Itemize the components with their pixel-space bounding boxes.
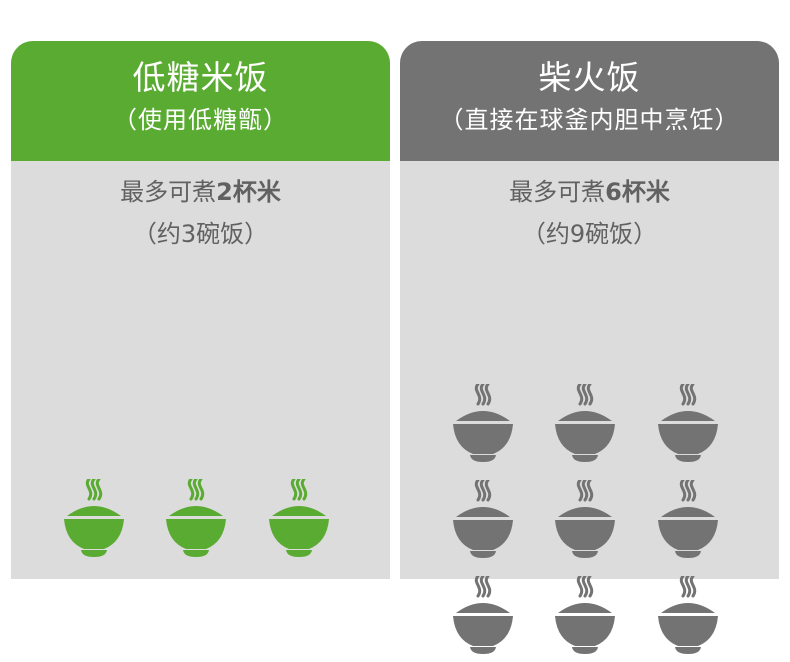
rice-bowl-icon (655, 574, 721, 658)
firewood-bowls-text: （约9碗饭） (521, 220, 658, 248)
firewood-rice-body: 最多可煮6杯米 （约9碗饭） (400, 161, 779, 654)
firewood-rice-title: 柴火饭 (538, 58, 641, 97)
rice-bowl-icon (266, 477, 332, 561)
low-sugar-rice-body: 最多可煮2杯米 （约3碗饭） (11, 161, 390, 579)
rice-bowl-icon (552, 478, 618, 562)
firewood-rice-panel: 柴火饭 （直接在球釜内胆中烹饪） 最多可煮6杯米 （约9碗饭） (400, 41, 779, 654)
low-sugar-rice-panel: 低糖米饭 （使用低糖甑） 最多可煮2杯米 （约3碗饭） (11, 41, 390, 579)
firewood-rice-subtitle: （直接在球釜内胆中烹饪） (439, 106, 740, 134)
firewood-bowl-icons (400, 161, 779, 654)
capacity-prefix: 最多可煮 (120, 178, 217, 206)
rice-bowl-icon (450, 478, 516, 562)
rice-bowl-icon (552, 574, 618, 658)
firewood-capacity-text: 最多可煮6杯米 (400, 177, 779, 207)
capacity-value: 6杯米 (605, 178, 670, 206)
rice-bowl-icon (552, 382, 618, 466)
firewood-rice-header: 柴火饭 （直接在球釜内胆中烹饪） (400, 41, 779, 161)
rice-bowl-icon (450, 574, 516, 658)
capacity-prefix: 最多可煮 (509, 178, 606, 206)
low-sugar-bowl-icons (11, 161, 390, 579)
rice-bowl-icon (163, 477, 229, 561)
low-sugar-bowls-text: （约3碗饭） (132, 220, 269, 248)
low-sugar-rice-header: 低糖米饭 （使用低糖甑） (11, 41, 390, 161)
rice-bowl-icon (450, 382, 516, 466)
low-sugar-rice-title: 低糖米饭 (132, 58, 269, 97)
capacity-value: 2杯米 (216, 178, 281, 206)
rice-bowl-icon (655, 382, 721, 466)
low-sugar-rice-subtitle: （使用低糖甑） (113, 106, 288, 134)
rice-bowl-icon (655, 478, 721, 562)
rice-bowl-icon (61, 477, 127, 561)
low-sugar-capacity-text: 最多可煮2杯米 (11, 177, 390, 207)
